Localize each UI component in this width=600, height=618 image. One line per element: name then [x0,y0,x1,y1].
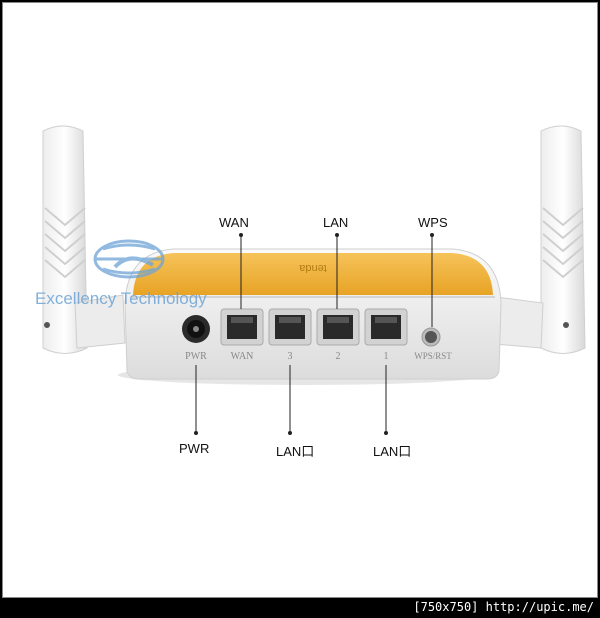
footer-credit: [750x750] http://upic.me/ [413,600,594,614]
port-label-1: 1 [384,351,389,362]
svg-text:tenda: tenda [298,262,326,274]
ethernet-port-3 [268,308,312,346]
port-label-2: 2 [336,351,341,362]
router-body: tenda [124,248,502,380]
callout-dots [194,233,434,435]
port-label-wan: WAN [231,351,254,362]
callout-lan-right: LAN口 [373,444,412,459]
wps-reset-button [421,327,441,347]
callout-lines [195,235,433,433]
router-top-panel [133,253,493,295]
callout-lan: LAN [323,215,349,230]
ethernet-port-2 [316,308,360,346]
router-illustration: tenda [42,125,586,435]
callout-wan: WAN [219,215,249,230]
watermark-text: Excellency Technology [35,289,207,308]
port-label-wps-rst: WPS/RST [414,351,452,361]
product-photo-frame: tenda [2,2,598,598]
port-label-3: 3 [288,351,293,362]
ethernet-port-wan [220,308,264,346]
port-label-pwr: PWR [185,351,207,362]
footer-bar: [750x750] http://upic.me/ [0,598,600,618]
callout-pwr: PWR [179,441,210,456]
callout-lan-left: LAN口 [276,444,315,459]
ethernet-port-1 [364,308,408,346]
callout-wps: WPS [418,215,448,230]
watermark-globe-icon [93,239,165,279]
left-antenna [42,125,126,354]
power-jack [182,315,210,343]
